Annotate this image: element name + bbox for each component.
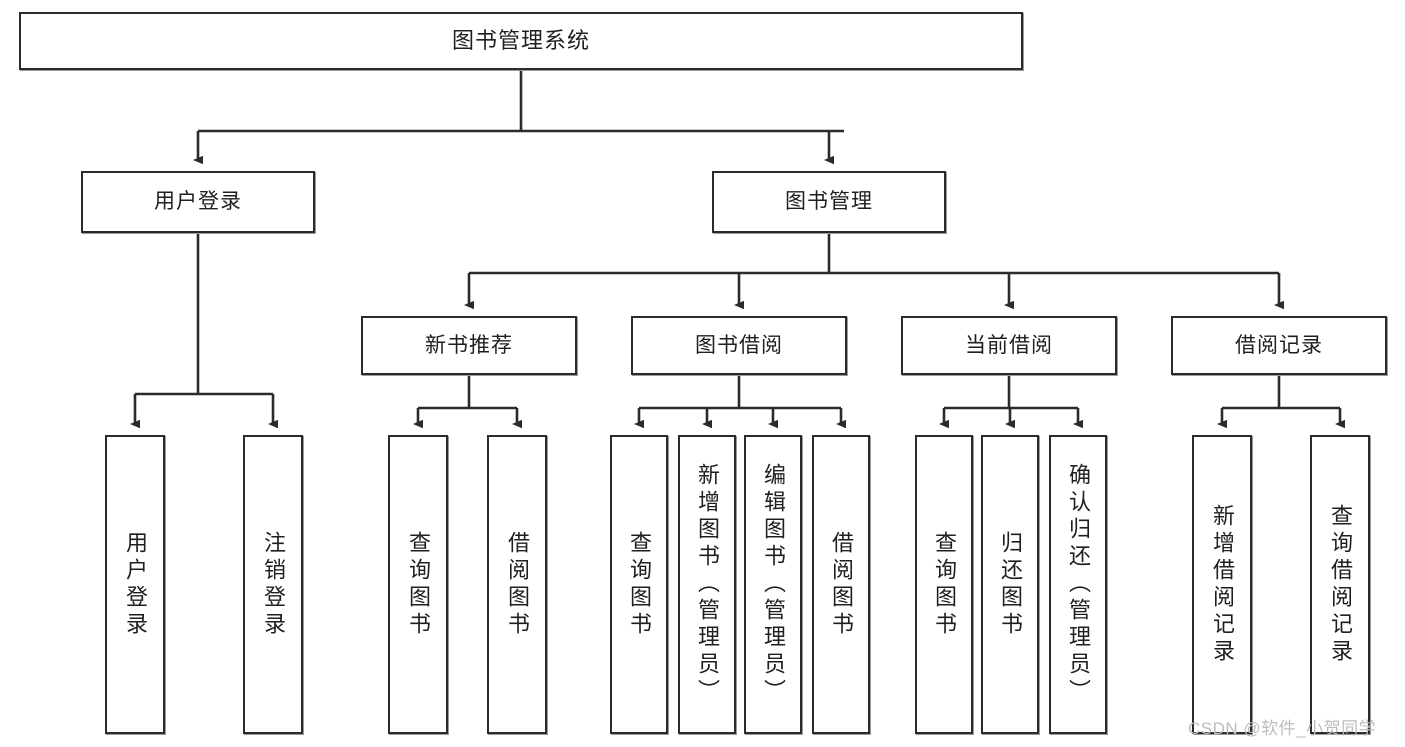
node-leaf-query-book-label: 查询图书: [627, 530, 652, 639]
node-new-book-recommend-label: 新书推荐: [425, 333, 513, 357]
node-leaf-confirm-return-admin[interactable]: 确认归还（管理员）: [1049, 435, 1107, 734]
node-leaf-query-borrow-record-label: 查询借阅记录: [1328, 503, 1353, 666]
node-leaf-return-book-label: 归还图书: [998, 530, 1023, 639]
node-leaf-logout-label: 注销登录: [261, 530, 286, 639]
node-leaf-borrow-book-recommend-label: 借阅图书: [505, 530, 530, 639]
node-borrow-record-label: 借阅记录: [1235, 333, 1323, 357]
node-leaf-add-book-admin-label: 新增图书（管理员）: [695, 463, 720, 706]
node-borrow-record[interactable]: 借阅记录: [1171, 316, 1387, 375]
node-leaf-borrow-book-label: 借阅图书: [829, 530, 854, 639]
node-leaf-confirm-return-admin-label: 确认归还（管理员）: [1066, 463, 1091, 706]
node-leaf-return-book[interactable]: 归还图书: [981, 435, 1039, 734]
node-book-borrow-label: 图书借阅: [695, 333, 783, 357]
node-book-management-label: 图书管理: [785, 190, 873, 214]
node-leaf-query-book-current-label: 查询图书: [932, 530, 957, 639]
node-new-book-recommend[interactable]: 新书推荐: [361, 316, 577, 375]
node-leaf-edit-book-admin[interactable]: 编辑图书（管理员）: [744, 435, 802, 734]
node-leaf-query-book-recommend[interactable]: 查询图书: [388, 435, 448, 734]
node-root[interactable]: 图书管理系统: [19, 12, 1023, 70]
node-leaf-query-book-recommend-label: 查询图书: [406, 530, 431, 639]
node-root-label: 图书管理系统: [451, 27, 590, 53]
node-current-borrow-label: 当前借阅: [965, 333, 1053, 357]
node-current-borrow[interactable]: 当前借阅: [901, 316, 1117, 375]
node-leaf-user-login-label: 用户登录: [123, 530, 148, 639]
node-leaf-borrow-book-recommend[interactable]: 借阅图书: [487, 435, 547, 734]
node-book-borrow[interactable]: 图书借阅: [631, 316, 847, 375]
node-leaf-user-login[interactable]: 用户登录: [105, 435, 165, 734]
node-leaf-query-borrow-record[interactable]: 查询借阅记录: [1310, 435, 1370, 734]
node-leaf-add-borrow-record[interactable]: 新增借阅记录: [1192, 435, 1252, 734]
node-leaf-borrow-book[interactable]: 借阅图书: [812, 435, 870, 734]
node-leaf-logout[interactable]: 注销登录: [243, 435, 303, 734]
node-leaf-query-book[interactable]: 查询图书: [610, 435, 668, 734]
node-leaf-add-book-admin[interactable]: 新增图书（管理员）: [678, 435, 736, 734]
node-leaf-query-book-current[interactable]: 查询图书: [915, 435, 973, 734]
node-leaf-edit-book-admin-label: 编辑图书（管理员）: [761, 463, 786, 706]
node-user-login-label: 用户登录: [154, 190, 242, 214]
node-book-management[interactable]: 图书管理: [712, 171, 946, 233]
node-leaf-add-borrow-record-label: 新增借阅记录: [1210, 503, 1235, 666]
node-user-login[interactable]: 用户登录: [81, 171, 315, 233]
watermark-text: CSDN @软件_小贺同学: [1188, 719, 1377, 738]
